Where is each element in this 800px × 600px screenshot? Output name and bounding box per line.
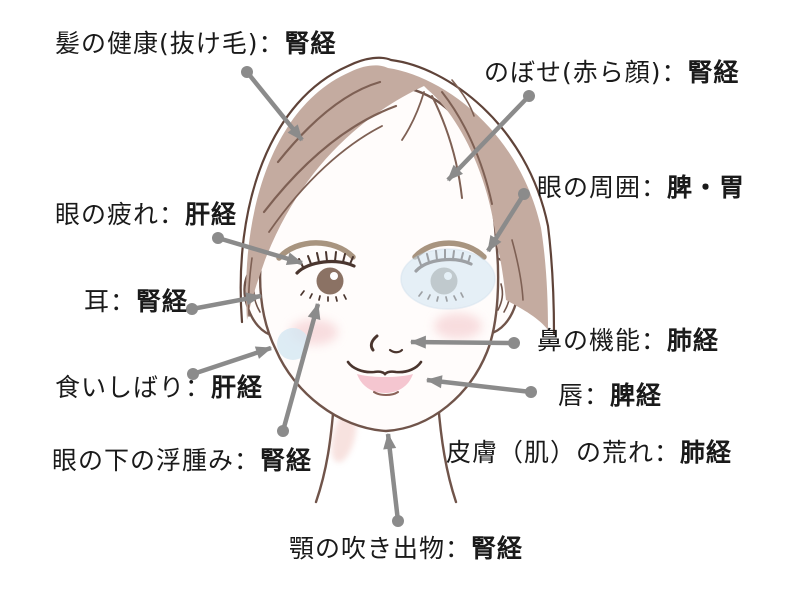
arrow-eye-area	[486, 188, 530, 253]
label-clench: 食いしばり：肝経	[55, 373, 264, 402]
arrow-under-eye	[277, 302, 321, 437]
left-eyebrow	[276, 240, 356, 261]
label-nose: 鼻の機能：肺経	[537, 326, 720, 355]
arrows	[186, 66, 537, 527]
arrow-hair-health	[241, 66, 304, 142]
arrow-ear	[186, 292, 263, 315]
label-lips: 唇：脾経	[558, 381, 663, 410]
eye-area-highlight	[400, 248, 496, 310]
left-eye	[295, 251, 356, 302]
label-ear: 耳：腎経	[84, 287, 189, 316]
label-eye-area: 眼の周囲：脾・胃	[537, 173, 746, 202]
label-skin: 皮膚（肌）の荒れ：肺経	[446, 438, 733, 467]
lips	[346, 360, 423, 396]
arrow-eye-fatigue	[212, 232, 304, 266]
label-flush: のぼせ(赤ら顔)：腎経	[484, 58, 740, 87]
arrow-flush	[446, 90, 535, 182]
label-under-eye: 眼の下の浮腫み：腎経	[52, 446, 313, 475]
arrow-clench	[187, 345, 273, 380]
under-eye-dots	[300, 290, 347, 302]
label-eye-fatigue: 眼の疲れ：肝経	[55, 200, 238, 229]
right-cheek-blush	[434, 313, 482, 339]
hair	[239, 56, 556, 336]
arrow-lips	[425, 375, 537, 398]
arrow-nose	[409, 335, 520, 349]
label-chin: 顎の吹き出物：腎経	[289, 534, 524, 563]
jaw-highlight	[277, 328, 309, 360]
arrow-chin	[383, 432, 404, 527]
label-hair-health: 髪の健康(抜け毛)：腎経	[55, 29, 337, 58]
nose	[369, 334, 404, 354]
right-eyebrow	[412, 240, 487, 260]
